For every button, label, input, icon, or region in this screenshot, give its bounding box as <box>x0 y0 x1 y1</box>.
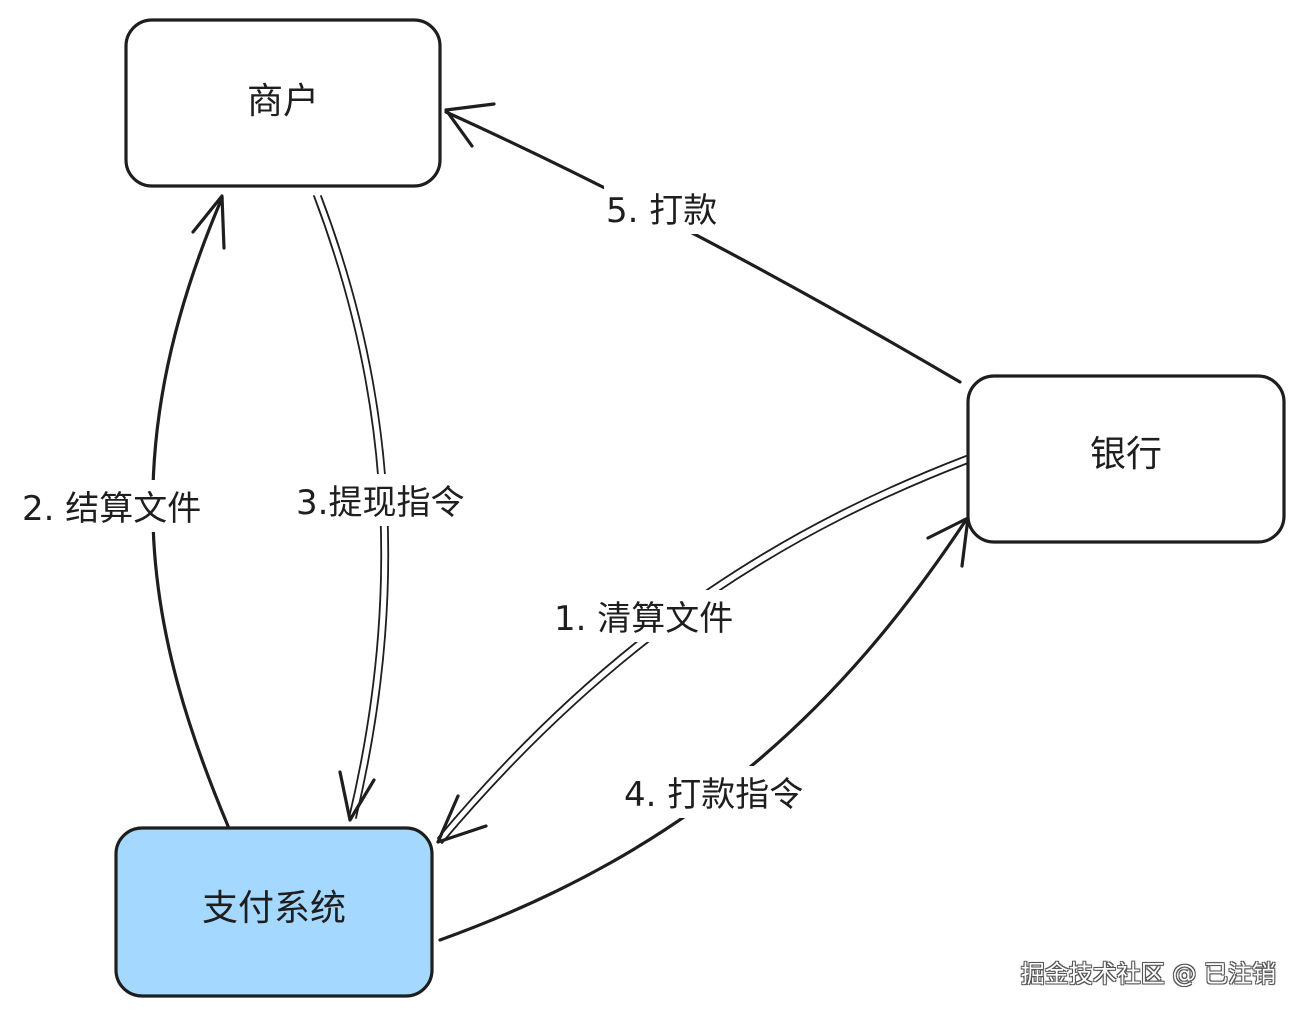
node-bank-label: 银行 <box>1090 434 1162 475</box>
node-merchant-label: 商户 <box>247 81 319 122</box>
node-payment-system-box <box>114 826 434 998</box>
node-bank-box <box>966 374 1286 544</box>
edge-label-withdraw-instruction: 3.提现指令 <box>296 483 464 523</box>
watermark: 掘金技术社区 @ 已注销 <box>1020 960 1276 988</box>
node-payment-system: 支付系统 <box>114 826 434 998</box>
edge-label-settlement-file: 2. 结算文件 <box>22 489 201 529</box>
edge-label-clearing-file-group: 1. 清算文件 <box>552 590 762 642</box>
edge-payment-instruction <box>438 516 970 942</box>
edge-payout <box>444 102 962 384</box>
edge-label-payout-group: 5. 打款 <box>604 182 750 234</box>
edge-settlement-file <box>151 194 230 828</box>
edge-label-withdraw-instruction-group: 3.提现指令 <box>292 474 496 526</box>
node-merchant: 商户 <box>124 18 442 188</box>
node-bank: 银行 <box>966 374 1286 544</box>
edge-label-payment-instruction-group: 4. 打款指令 <box>622 766 846 818</box>
edge-label-clearing-file: 1. 清算文件 <box>554 599 733 639</box>
edge-label-payout: 5. 打款 <box>606 191 717 231</box>
node-merchant-box <box>124 18 442 188</box>
node-payment-system-label: 支付系统 <box>202 888 346 929</box>
edge-label-settlement-file-group: 2. 结算文件 <box>20 480 242 532</box>
edge-label-payment-instruction: 4. 打款指令 <box>624 775 803 815</box>
